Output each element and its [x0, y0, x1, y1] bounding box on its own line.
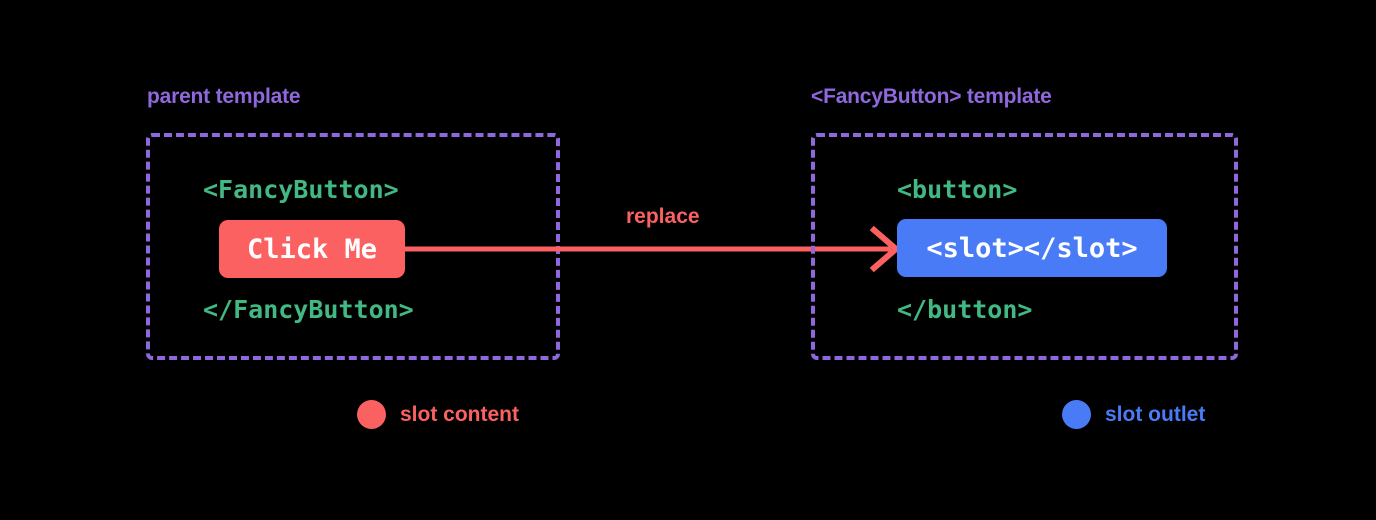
fancybutton-template-title: <FancyButton> template: [811, 85, 1052, 108]
code-close-fancybutton: </FancyButton>: [203, 295, 414, 324]
slot-content-chip: Click Me: [219, 220, 405, 278]
parent-template-title: parent template: [147, 85, 301, 108]
replace-arrow-icon: [404, 225, 901, 273]
legend-dot-icon-slot-outlet: [1062, 400, 1091, 429]
legend-item-slot-outlet: slot outlet: [1062, 400, 1205, 429]
legend-label-slot-outlet: slot outlet: [1105, 402, 1206, 426]
code-close-button: </button>: [897, 295, 1033, 324]
legend-item-slot-content: slot content: [357, 400, 519, 429]
fancybutton-template-panel: [811, 133, 1238, 360]
slot-outlet-chip: <slot></slot>: [897, 219, 1167, 277]
replace-arrow-label: replace: [626, 205, 700, 228]
legend-dot-icon-slot-content: [357, 400, 386, 429]
code-open-fancybutton: <FancyButton>: [203, 175, 399, 204]
legend-label-slot-content: slot content: [400, 402, 519, 426]
replace-arrow-group: replace: [404, 205, 904, 285]
code-open-button: <button>: [897, 175, 1018, 204]
